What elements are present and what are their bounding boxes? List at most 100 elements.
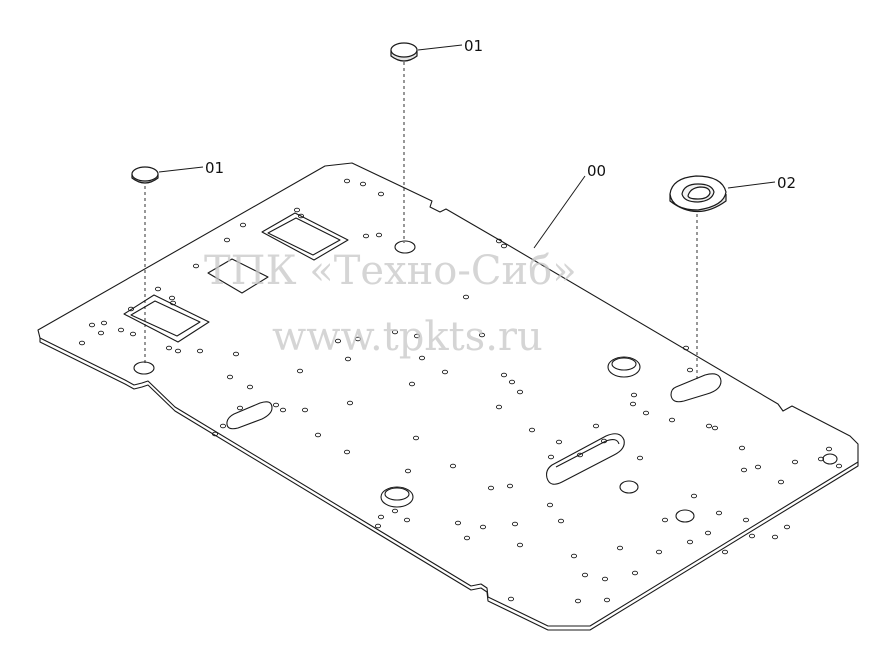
mounting-hole [129, 331, 137, 337]
mounting-hole [223, 237, 231, 243]
mounting-hole [391, 329, 399, 335]
mounting-hole [408, 381, 416, 387]
leader-lines [158, 44, 776, 249]
mounting-hole [791, 459, 799, 465]
hole-large-right-inner [611, 357, 637, 371]
mounting-hole [616, 545, 624, 551]
mounting-hole [601, 576, 609, 582]
mounting-hole [478, 332, 486, 338]
mounting-hole [346, 400, 354, 406]
mounting-hole [375, 232, 383, 238]
mounting-hole [301, 407, 309, 413]
mounting-hole [403, 517, 411, 523]
mounting-hole [574, 598, 582, 604]
mounting-hole [721, 549, 729, 555]
mounting-hole [835, 463, 843, 469]
mounting-hole [239, 222, 247, 228]
mounting-hole [516, 542, 524, 548]
mounting-hole [377, 514, 385, 520]
mounting-hole [777, 479, 785, 485]
mounting-hole [570, 553, 578, 559]
mounting-hole [511, 521, 519, 527]
mounting-hole [555, 439, 563, 445]
mounting-hole [738, 445, 746, 451]
mounting-hole [581, 572, 589, 578]
plate-outline [37, 162, 859, 627]
mounting-hole [500, 372, 508, 378]
mounting-hole [661, 517, 669, 523]
floor-plate [37, 162, 859, 631]
slot-left [226, 401, 273, 430]
mounting-hole [226, 374, 234, 380]
mounting-hole [78, 340, 86, 346]
mounting-hole [418, 355, 426, 361]
mounting-hole [232, 351, 240, 357]
mounting-hole [508, 379, 516, 385]
mounting-hole [528, 427, 536, 433]
mounting-hole [412, 435, 420, 441]
cutout-rect-2 [207, 258, 269, 294]
mounting-hole [495, 404, 503, 410]
cutout-rect-1 [261, 212, 349, 261]
mounting-hole [374, 523, 382, 529]
mounting-hole [630, 392, 638, 398]
mounting-hole [642, 410, 650, 416]
mounting-hole [391, 508, 399, 514]
slot-right [670, 373, 722, 403]
leader-plug-left [158, 166, 204, 173]
mounting-hole [454, 520, 462, 526]
mounting-hole [636, 455, 644, 461]
plate-edge [39, 338, 859, 631]
watermark-company: ТПК «Техно-Сиб» [204, 248, 577, 294]
mounting-hole [479, 524, 487, 530]
mounting-hole [507, 596, 515, 602]
mounting-hole [547, 454, 555, 460]
mounting-hole [682, 345, 690, 351]
mounting-hole [686, 539, 694, 545]
mounting-hole [154, 286, 162, 292]
mounting-hole [495, 238, 503, 244]
mounting-hole [174, 348, 182, 354]
mounting-hole [314, 432, 322, 438]
callout-plate: 00 [587, 162, 606, 180]
leader-plug-top [417, 44, 463, 51]
mounting-hole [246, 384, 254, 390]
mounting-hole [192, 263, 200, 269]
mounting-hole [377, 191, 385, 197]
mounting-hole [272, 402, 280, 408]
mounting-hole [449, 463, 457, 469]
mounting-hole [817, 456, 825, 462]
mounting-hole [690, 493, 698, 499]
cutout-rect-1-inner [267, 217, 341, 256]
hole-large-right [607, 356, 641, 378]
cutout-rect-3-inner [130, 300, 201, 337]
mounting-hole [600, 438, 608, 444]
hole-large-front [380, 486, 414, 508]
mounting-hole [211, 431, 219, 437]
mounting-hole [740, 467, 748, 473]
mounting-hole [117, 327, 125, 333]
mounting-hole [293, 207, 301, 213]
mounting-hole [711, 425, 719, 431]
callout-plug-top: 01 [464, 37, 483, 55]
hole-plug-top [394, 240, 416, 254]
mounting-hole [196, 348, 204, 354]
plug-top [390, 42, 418, 62]
mounting-hole [557, 518, 565, 524]
mounting-hole [506, 483, 514, 489]
mounting-hole [463, 535, 471, 541]
mounting-hole [219, 423, 227, 429]
mounting-hole [236, 405, 244, 411]
leader-plate [533, 175, 586, 249]
mounting-hole [88, 322, 96, 328]
mounting-hole [362, 233, 370, 239]
leader-grommet [727, 181, 776, 189]
mounting-hole [97, 330, 105, 336]
mounting-hole [655, 549, 663, 555]
mounting-hole [603, 597, 611, 603]
mounting-hole [487, 485, 495, 491]
mounting-hole [354, 336, 362, 342]
hole-large-front-inner [384, 487, 410, 501]
mounting-hole [127, 306, 135, 312]
